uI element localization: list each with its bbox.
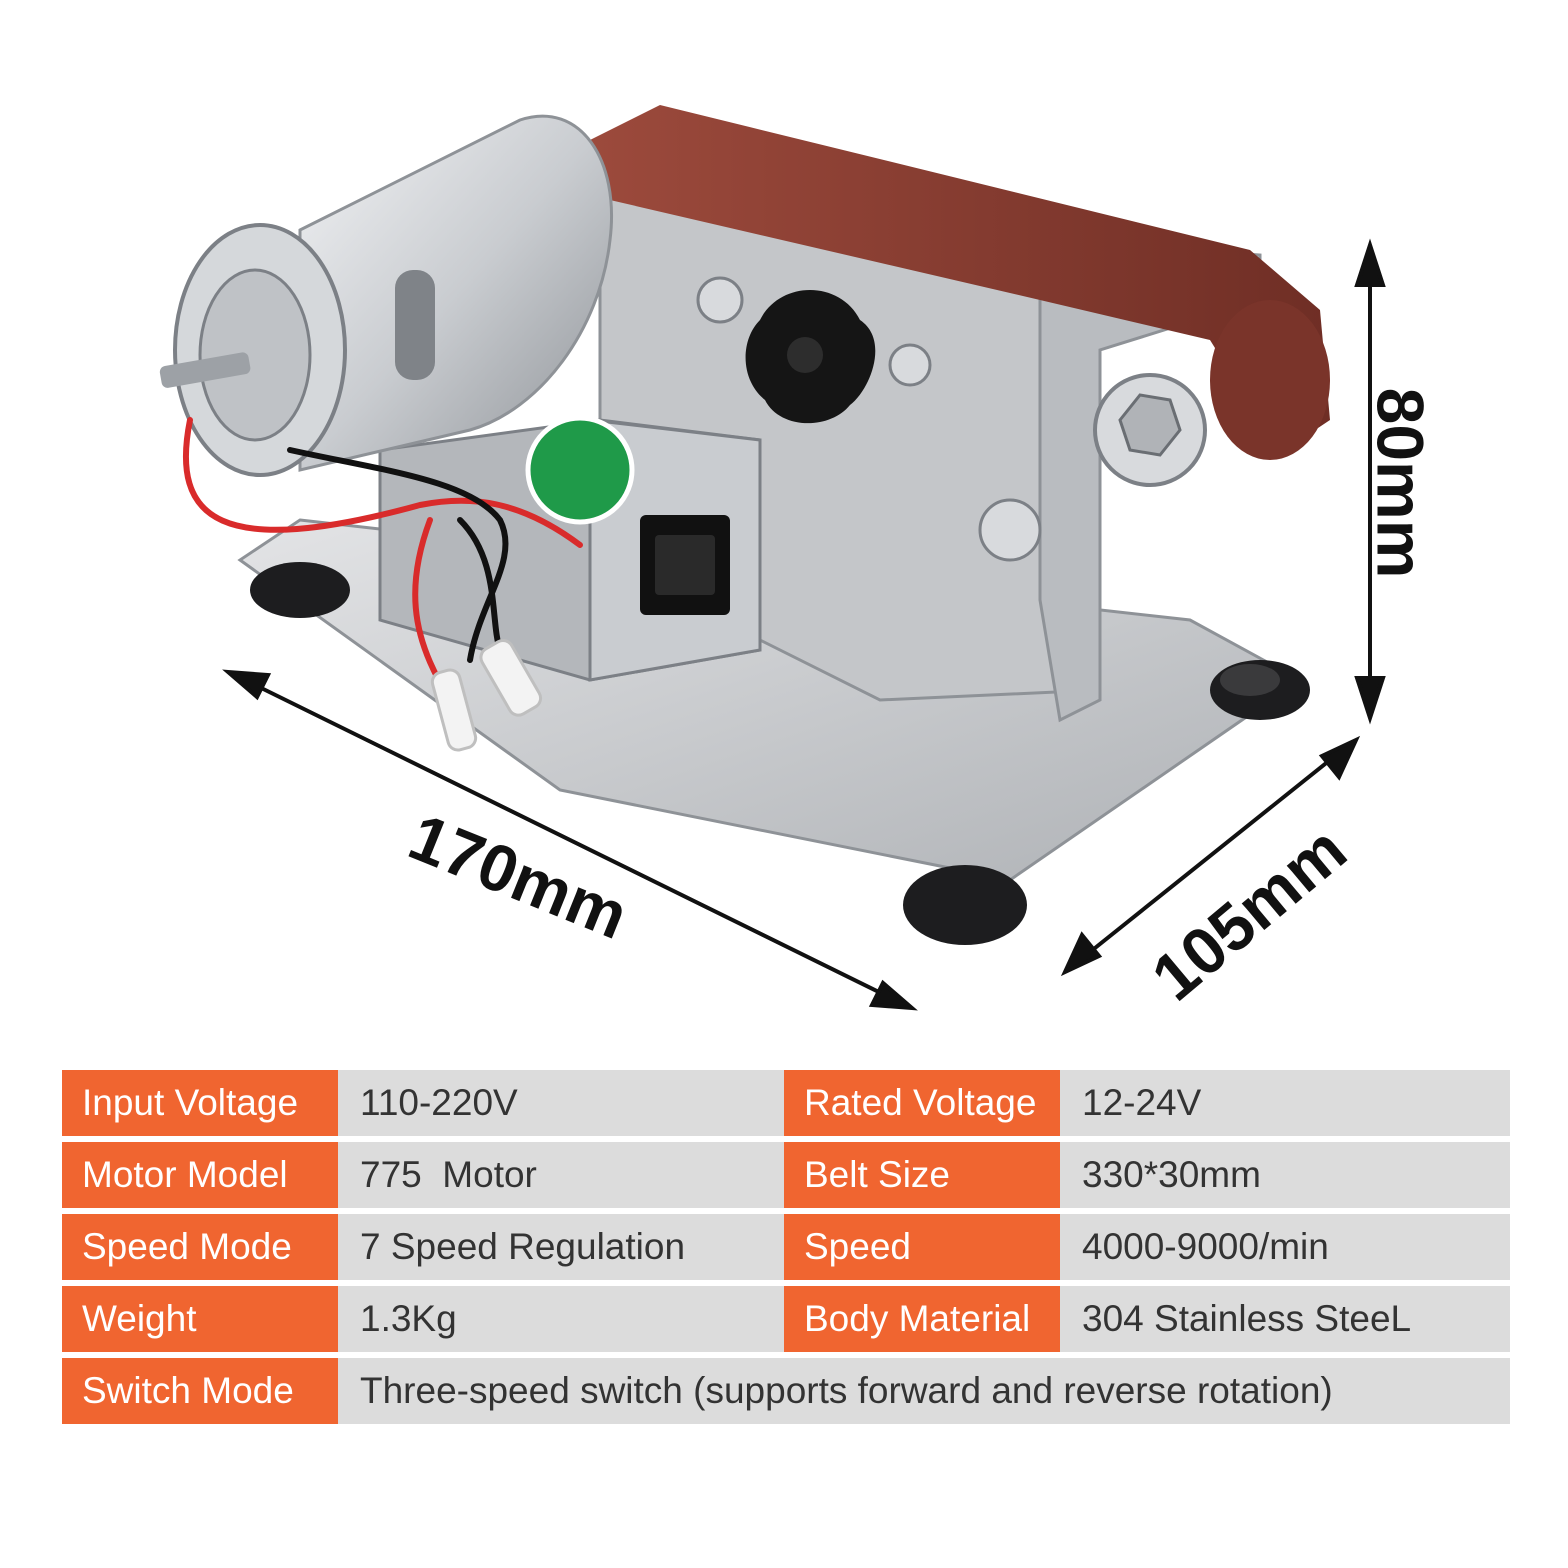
spec-label-rated-voltage: Rated Voltage: [784, 1070, 1060, 1136]
spec-value-switch-mode: Three-speed switch (supports forward and…: [338, 1358, 1510, 1424]
spec-label-belt-size: Belt Size: [784, 1142, 1060, 1208]
pulley-bolts: [696, 276, 1207, 562]
height-dimension-label: 80mm: [1363, 387, 1438, 579]
spec-label-body-material: Body Material: [784, 1286, 1060, 1352]
spec-value-body-material: 304 Stainless SteeL: [1060, 1286, 1510, 1352]
spec-label-motor-model: Motor Model: [62, 1142, 338, 1208]
spec-value-input-voltage: 110-220V: [338, 1070, 784, 1136]
spec-value-weight: 1.3Kg: [338, 1286, 784, 1352]
spec-value-motor-model: 775 Motor: [338, 1142, 784, 1208]
spec-label-input-voltage: Input Voltage: [62, 1070, 338, 1136]
dimension-arrows: [222, 238, 1386, 1011]
spec-table: Input Voltage 110-220V Rated Voltage 12-…: [62, 1070, 1510, 1424]
spec-label-switch-mode: Switch Mode: [62, 1358, 338, 1424]
spec-value-speed-mode: 7 Speed Regulation: [338, 1214, 784, 1280]
spec-label-speed: Speed: [784, 1214, 1060, 1280]
spec-label-speed-mode: Speed Mode: [62, 1214, 338, 1280]
rubber-feet: [250, 562, 1310, 945]
belt-sander-image: [159, 105, 1386, 1011]
product-illustration: 80mm 170mm 105mm: [159, 105, 1438, 1014]
green-sticker: [525, 415, 635, 525]
switch-box: [378, 418, 762, 682]
wire-connectors: [430, 639, 543, 752]
spec-value-rated-voltage: 12-24V: [1060, 1070, 1510, 1136]
tension-knob: [745, 290, 876, 424]
sanding-belt: [590, 105, 1330, 460]
motor: [159, 114, 613, 477]
spec-value-belt-size: 330*30mm: [1060, 1142, 1510, 1208]
spec-value-speed: 4000-9000/min: [1060, 1214, 1510, 1280]
spec-label-weight: Weight: [62, 1286, 338, 1352]
